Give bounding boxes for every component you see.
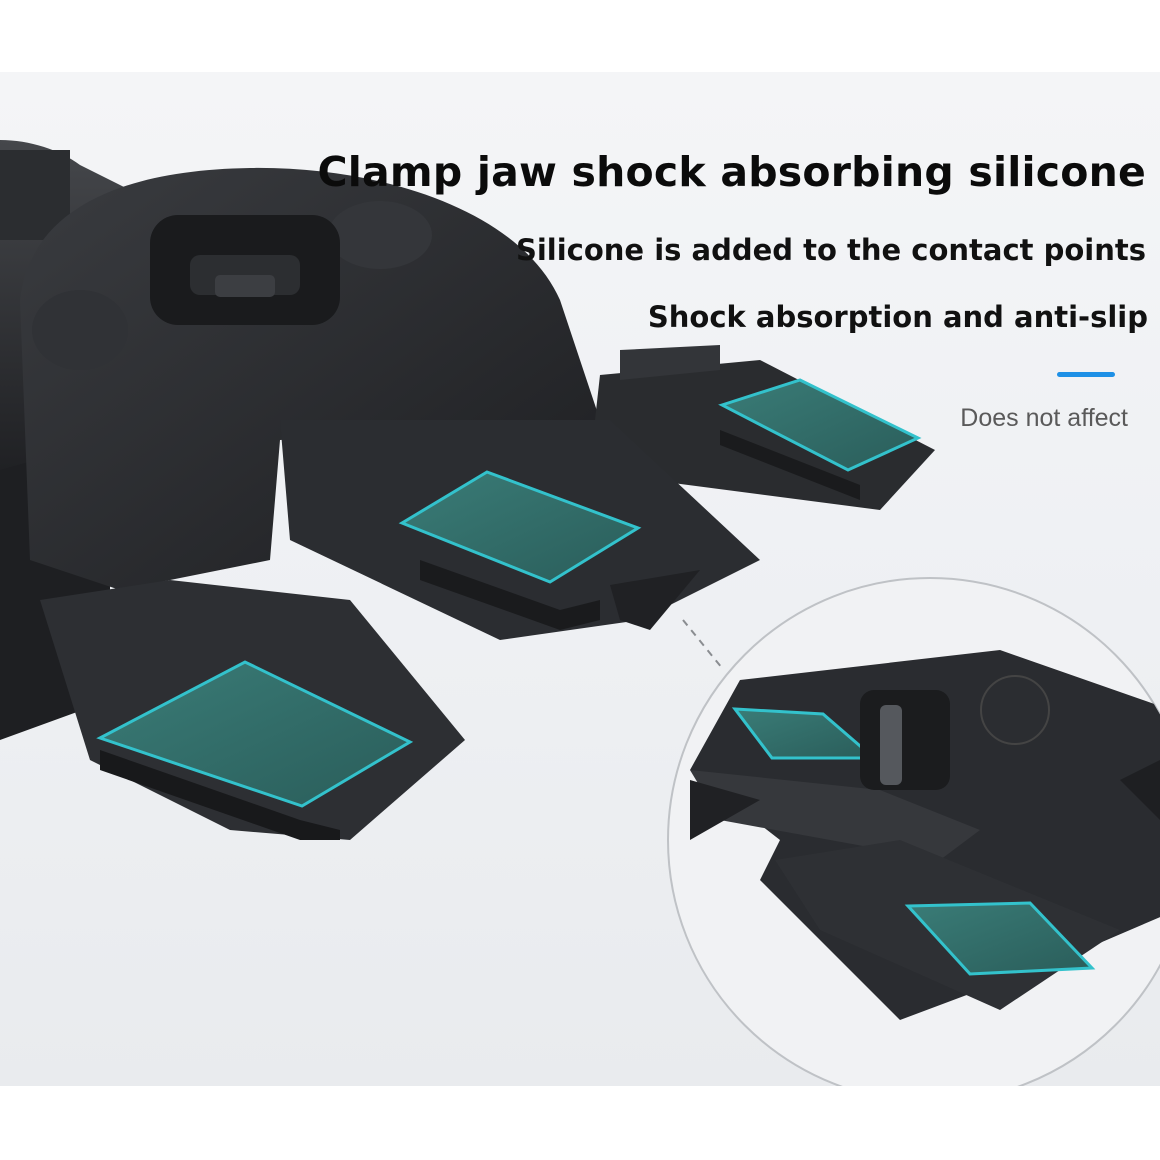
photo-panel: Clamp jaw shock absorbing silicone Silic… [0,72,1160,1086]
jaw-front [40,580,465,840]
jaw-right [595,345,935,510]
accent-divider [1057,372,1115,377]
zoom-detail-circle [667,577,1160,1086]
feature-contact-points: Silicone is added to the contact points [515,233,1146,267]
jaw-middle [280,420,760,640]
clamp-jaw-product-photo [0,140,1160,1086]
headline: Clamp jaw shock absorbing silicone [317,148,1146,196]
clamp-base-plate [20,167,600,590]
bottom-margin [0,1086,1160,1160]
note-text: Does not affect [960,404,1128,432]
zoom-leader-line [682,619,723,669]
feature-anti-slip: Shock absorption and anti-slip [647,300,1148,334]
